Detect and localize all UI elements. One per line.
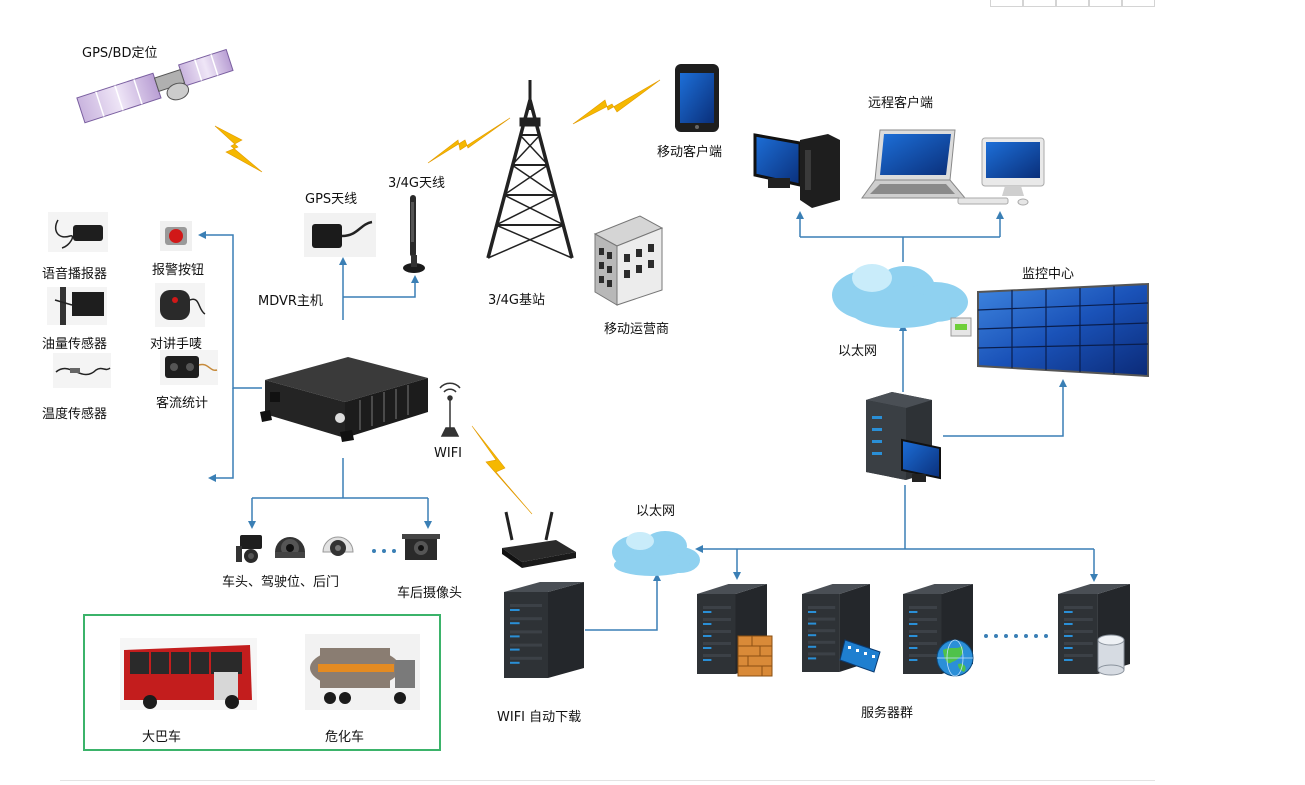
rear-camera-label: 车后摄像头: [397, 586, 463, 601]
voice-announcer-icon: [48, 212, 108, 252]
lightning-icon: [572, 79, 661, 125]
passenger-counter-label: 客流统计: [156, 396, 209, 411]
wifi-router-icon: [502, 511, 576, 568]
mobile-client-label: 移动客户端: [657, 145, 723, 160]
lightning-icon: [471, 425, 533, 515]
server-group-label: 服务器群: [861, 706, 914, 721]
globe-icon: [936, 639, 974, 677]
gps-antenna-icon: [304, 213, 376, 257]
intercom-mic-icon: [155, 283, 206, 327]
cellular-antenna-label: 3/4G天线: [388, 176, 445, 191]
imac-icon: [957, 137, 1045, 206]
lightning-icon: [214, 125, 263, 173]
mobile-operator-label: 移动运营商: [604, 322, 670, 337]
top-table-fragment: [990, 0, 1155, 7]
wifi-download-label: WIFI 自动下载: [497, 710, 582, 725]
temperature-sensor-label: 温度传感器: [42, 407, 108, 422]
alarm-button-label: 报警按钮: [152, 263, 205, 278]
rear-camera-icon: [402, 534, 440, 560]
gps-bd-label: GPS/BD定位: [82, 46, 158, 61]
remote-client-label: 远程客户端: [868, 96, 934, 111]
fuel-sensor-label: 油量传感器: [42, 337, 108, 352]
cellular-antenna-icon: [403, 195, 425, 273]
base-station-tower-icon: [486, 80, 574, 259]
ellipsis-icon: [984, 634, 1048, 638]
monitor-center-label: 监控中心: [1022, 267, 1075, 282]
ellipsis-icon: [372, 549, 396, 553]
signal-bolts: [214, 79, 661, 515]
wifi-icon: [439, 382, 461, 437]
mdvr-device-icon: [260, 357, 428, 442]
dome-camera-icon: [322, 536, 354, 556]
intercom-mic-label: 对讲手唛: [150, 337, 203, 352]
gps-antenna-label: GPS天线: [305, 192, 358, 207]
ethernet-top-label: 以太网: [838, 344, 878, 359]
film-strip-icon: [839, 639, 881, 673]
lightning-icon: [427, 117, 511, 164]
temperature-sensor-icon: [53, 353, 111, 388]
firewall-icon: [737, 635, 773, 677]
passenger-counter-icon: [160, 350, 218, 385]
ethernet-mid-label: 以太网: [636, 504, 676, 519]
base-station-label: 3/4G基站: [488, 293, 545, 308]
connector-lines: [198, 211, 1098, 631]
operator-building-icon: [593, 215, 664, 306]
ethernet-cloud-icon: [612, 531, 700, 576]
monitor-server-icon: [866, 392, 941, 482]
database-icon: [1097, 634, 1125, 676]
wifi-label: WIFI: [434, 446, 462, 461]
front-camera-icon: [236, 535, 262, 563]
fuel-sensor-icon: [47, 287, 107, 325]
desktop-pc-icon: [753, 133, 840, 208]
bus-label: 大巴车: [142, 730, 182, 745]
network-switch-icon: [950, 317, 972, 337]
bottom-divider: [60, 780, 1155, 781]
alarm-button-icon: [160, 221, 192, 251]
dome-camera-icon: [275, 537, 305, 558]
bus-icon: [120, 638, 257, 710]
mobile-phone-icon: [675, 64, 719, 132]
hazmat-truck-label: 危化车: [325, 730, 365, 745]
wifi-download-server-icon: [504, 582, 584, 678]
voice-announcer-label: 语音播报器: [42, 267, 108, 282]
interior-cameras-label: 车头、驾驶位、后门: [222, 575, 340, 590]
hazmat-truck-icon: [305, 634, 420, 710]
laptop-icon: [861, 129, 967, 199]
video-wall-icon: [977, 282, 1149, 378]
satellite-icon: [76, 48, 234, 124]
mdvr-host-label: MDVR主机: [258, 294, 323, 309]
ethernet-cloud-icon: [832, 264, 968, 328]
vehicle-types-panel: [83, 614, 441, 751]
